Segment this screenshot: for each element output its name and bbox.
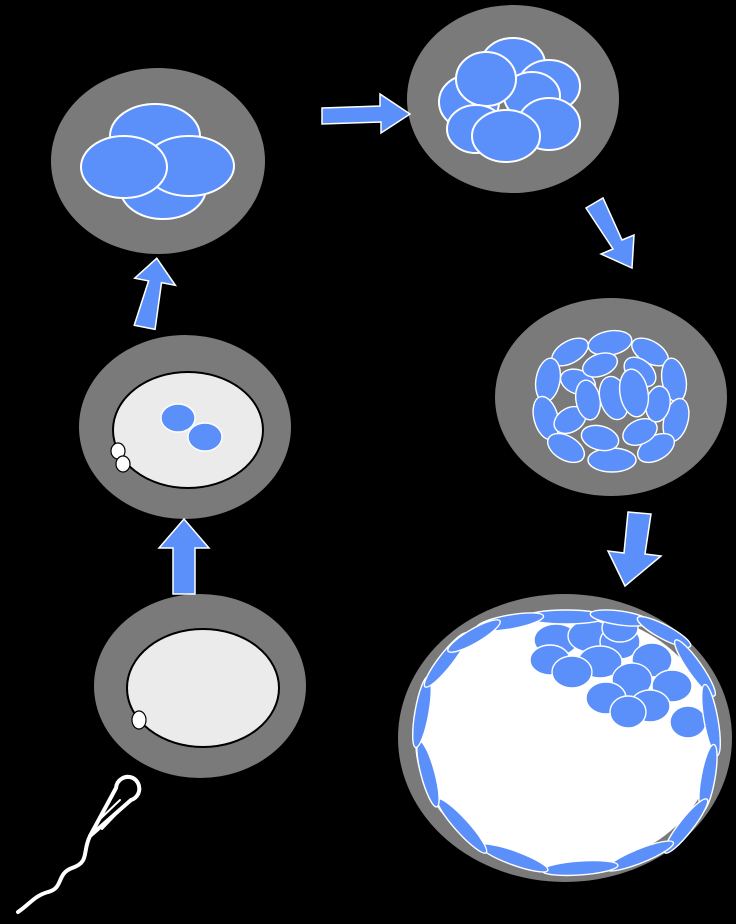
arrow-four-cell-to-eight-cell: [321, 92, 412, 135]
arrow-morula-to-blastocyst: [606, 511, 663, 588]
blastomere: [471, 109, 541, 163]
stage-eight-cell: [407, 5, 619, 193]
stage-fertilization: [16, 594, 306, 914]
blastomere: [80, 135, 168, 199]
blastomere: [622, 418, 658, 446]
blastomere: [587, 447, 637, 473]
blastomere: [546, 432, 586, 464]
trophoblast-cell: [673, 639, 717, 697]
stage-four-cell: [51, 68, 265, 254]
stage-blastocyst: [398, 594, 732, 882]
blastomere: [669, 705, 707, 739]
arrow-fertilization-to-zygote: [157, 517, 211, 595]
trophoblast-layer: [411, 609, 722, 877]
morula-cell-cluster: [532, 329, 690, 473]
trophoblast-cell: [663, 798, 709, 854]
blastomere: [618, 368, 650, 418]
polar-body: [115, 455, 131, 473]
sperm-icon: [16, 774, 142, 914]
blastomere: [580, 424, 620, 452]
trophoblast-cell: [447, 619, 501, 653]
blastomere: [551, 655, 593, 689]
blastomere: [581, 352, 619, 378]
blastomere: [455, 51, 517, 107]
blastomere: [609, 695, 647, 729]
stage-morula: [495, 298, 727, 496]
pronucleus: [187, 422, 223, 452]
stage-zygote: [79, 335, 291, 519]
arrow-zygote-to-four-cell: [133, 257, 178, 331]
arrow-eight-cell-to-morula: [584, 196, 635, 270]
pronucleus: [160, 403, 196, 433]
polar-body: [131, 710, 147, 730]
ooplasm: [126, 628, 280, 748]
inner-cell-mass: [529, 613, 707, 739]
